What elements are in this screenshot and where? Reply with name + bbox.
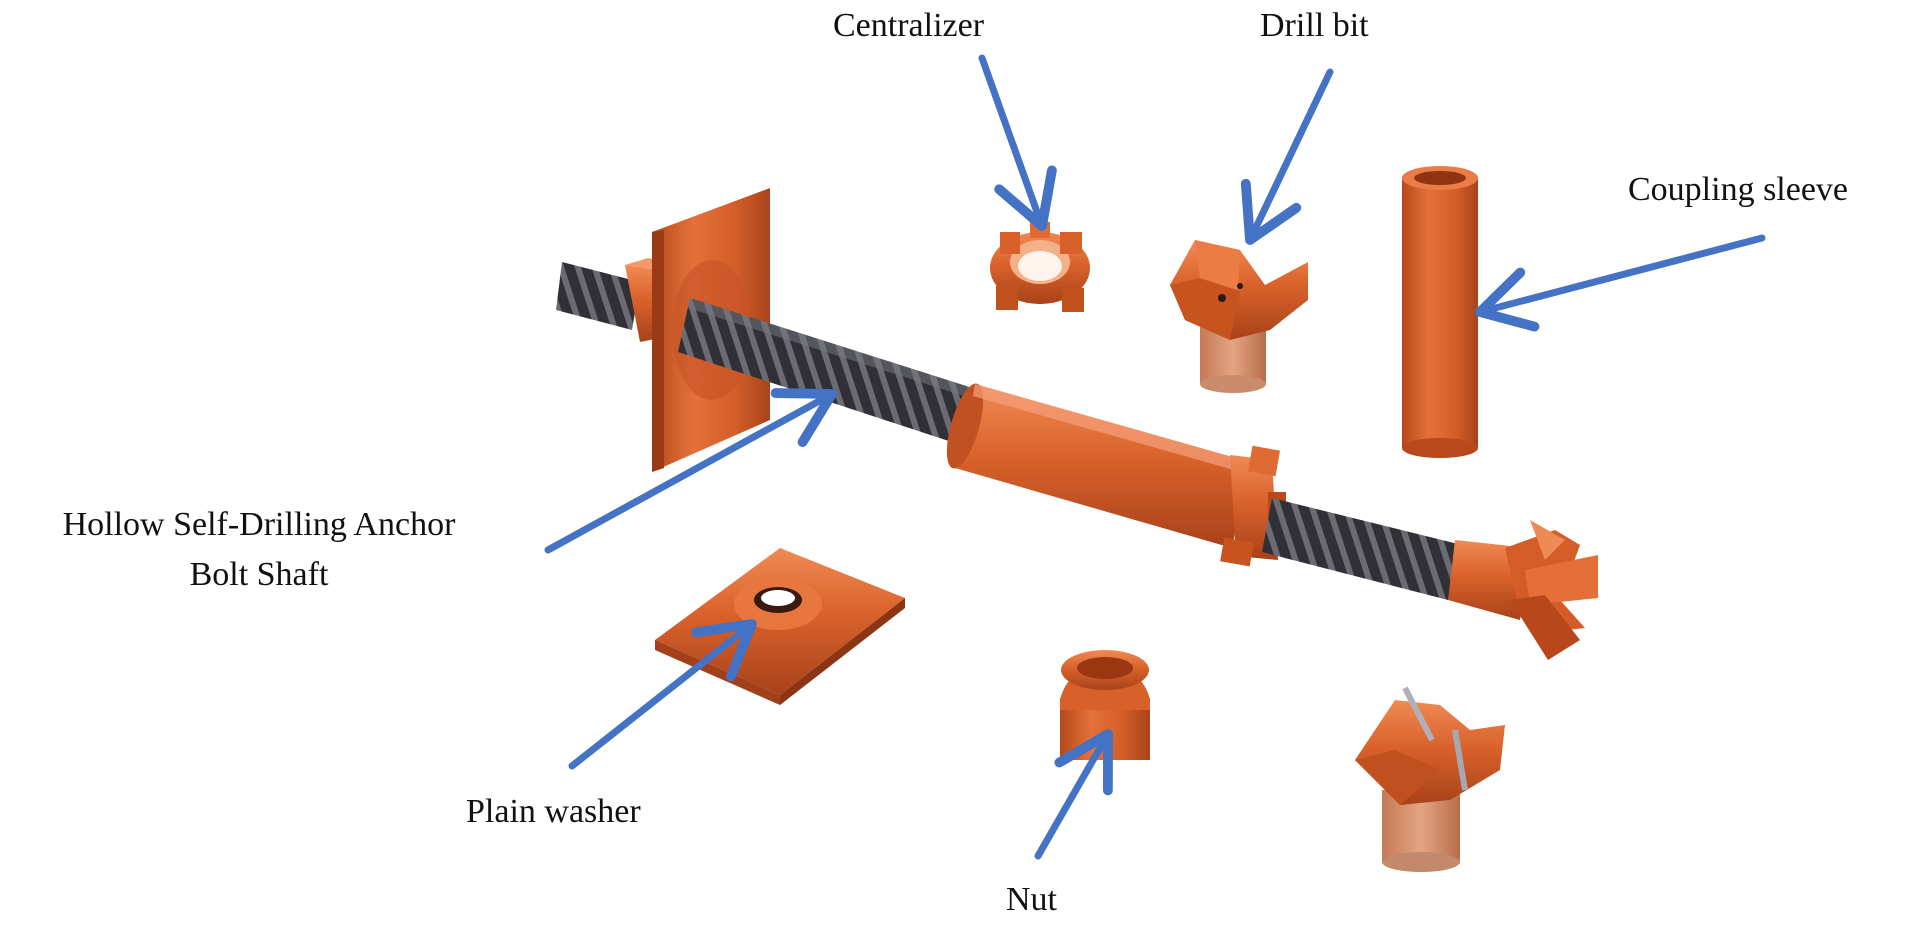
assembled-coupling-sleeve	[946, 383, 1250, 548]
arrow-icon	[544, 388, 837, 554]
centralizer-part	[990, 222, 1090, 312]
assembled-drill-bit	[1448, 520, 1598, 660]
shaft-thread-left	[678, 298, 985, 448]
label-shaft-line2: Bolt Shaft	[189, 556, 329, 593]
shaft-thread-left-tail	[556, 262, 640, 330]
arrow-icon	[1240, 68, 1334, 245]
plain-washer-part	[655, 548, 905, 705]
label-coupling-sleeve: Coupling sleeve	[1628, 171, 1849, 208]
label-shaft-line1: Hollow Self-Drilling Anchor	[62, 506, 456, 543]
arrow-icon	[978, 54, 1057, 231]
drill-bit-part	[1170, 240, 1308, 393]
label-centralizer: Centralizer	[833, 7, 985, 44]
spare-drill-bit-part	[1355, 686, 1505, 872]
coupling-sleeve-part	[1402, 166, 1478, 458]
label-drill-bit: Drill bit	[1260, 7, 1369, 44]
arrow-icon	[1034, 729, 1113, 860]
shaft-thread-right	[1262, 498, 1462, 600]
arrow-icons	[544, 54, 1766, 860]
arrow-icon	[568, 619, 757, 770]
label-nut: Nut	[1006, 881, 1057, 918]
label-plain-washer: Plain washer	[466, 793, 641, 830]
assembled-anchor-bolt	[556, 188, 1598, 660]
arrow-icon	[1475, 234, 1766, 332]
